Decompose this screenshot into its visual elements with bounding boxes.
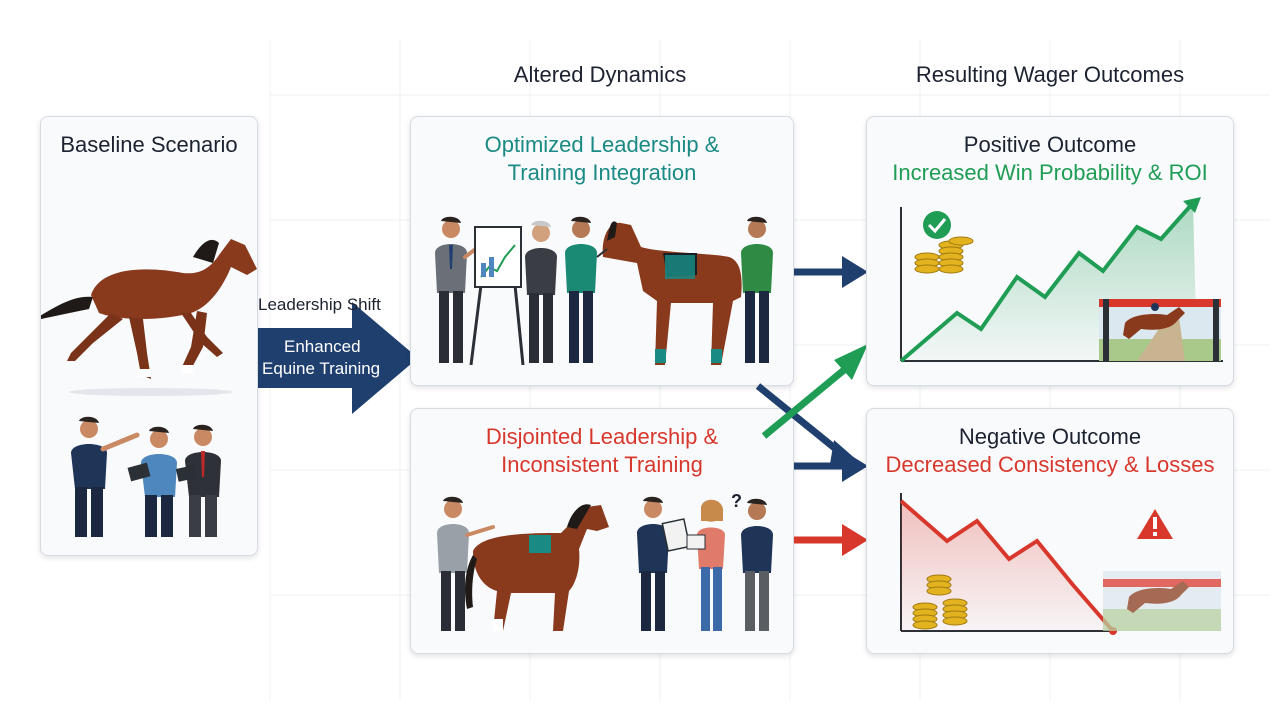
warning-icon	[1137, 509, 1173, 539]
positive-chart-illustration	[899, 197, 1223, 363]
optimized-illustration	[435, 216, 773, 366]
disjointed-card: Disjointed Leadership & Inconsistent Tra…	[410, 408, 794, 654]
clipboard-icon	[661, 518, 691, 552]
altered-dynamics-header: Altered Dynamics	[513, 62, 687, 87]
presentation-board-icon	[469, 226, 525, 366]
optimized-title-2: Training Integration	[507, 160, 697, 185]
positive-title: Positive Outcome	[963, 132, 1137, 157]
coins-icon	[914, 236, 974, 274]
transition-label-shift: Leadership Shift	[258, 295, 381, 314]
connector-arrows	[755, 256, 868, 556]
arrow-disjointed-to-negative-red	[794, 524, 868, 556]
arrow-crossing-to-positive	[761, 344, 868, 439]
question-icon: ?	[731, 491, 742, 511]
rising-trend-line	[899, 201, 1195, 363]
baseline-illustration	[41, 239, 257, 537]
positive-outcome-card: Positive Outcome Increased Win Probabili…	[866, 116, 1234, 386]
negative-chart-illustration	[899, 493, 1221, 635]
disjointed-illustration: ?	[437, 491, 773, 631]
galloping-horse-icon	[41, 239, 257, 396]
blurred-race-scene-icon	[1103, 571, 1221, 631]
negative-subtitle: Decreased Consistency & Losses	[885, 452, 1215, 477]
negative-outcome-card: Negative Outcome Decreased Consistency &…	[866, 408, 1234, 654]
positive-subtitle: Increased Win Probability & ROI	[892, 160, 1208, 185]
falling-trend-line	[899, 499, 1115, 633]
optimized-title-1: Optimized Leadership &	[484, 132, 720, 157]
arrow-optimized-to-positive	[794, 256, 868, 288]
disjointed-title-1: Disjointed Leadership &	[485, 424, 719, 449]
transition-label-training: Equine Training	[262, 359, 381, 378]
race-finish-scene-icon	[1099, 299, 1221, 361]
transition-arrow	[258, 302, 418, 414]
arrow-disjointed-to-negative-navy	[794, 450, 868, 482]
staff-group-icon	[71, 416, 221, 537]
horse-icon	[465, 504, 609, 631]
wager-outcomes-header: Resulting Wager Outcomes	[915, 62, 1185, 87]
saddled-horse-icon	[596, 221, 742, 365]
baseline-title: Baseline Scenario	[60, 132, 238, 157]
optimized-card: Optimized Leadership & Training Integrat…	[410, 116, 794, 386]
baseline-card: Baseline Scenario	[40, 116, 258, 556]
check-icon	[923, 211, 951, 239]
transition-label-plus: +	[323, 313, 332, 329]
coins-icon	[912, 574, 968, 630]
transition-label-enhanced: Enhanced	[284, 337, 361, 356]
negative-title: Negative Outcome	[958, 424, 1142, 449]
disjointed-title-2: Inconsistent Training	[501, 452, 703, 477]
